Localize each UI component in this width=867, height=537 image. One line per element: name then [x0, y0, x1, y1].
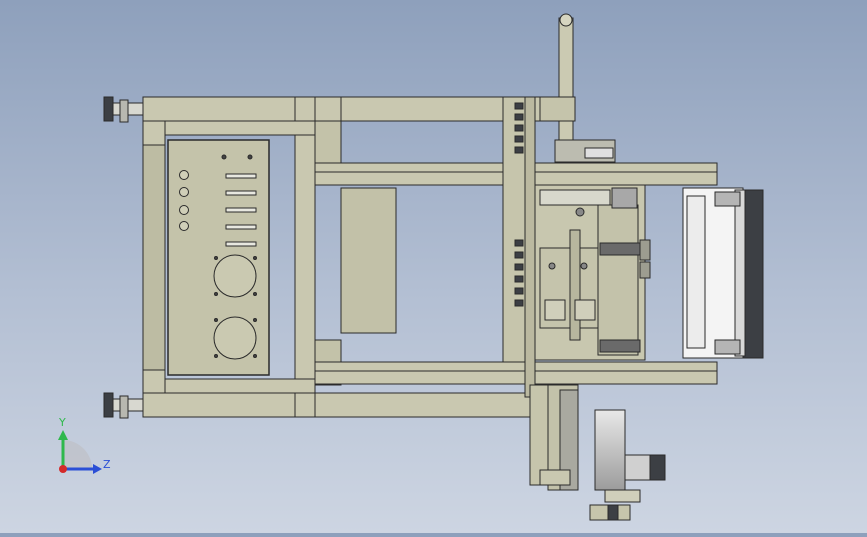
control-panel: [167, 139, 270, 376]
leveling-foot-top: [103, 96, 144, 123]
material-tray: [682, 187, 764, 359]
z-axis-label: Z: [103, 458, 111, 471]
drive-assembly: [529, 384, 666, 521]
center-cabinet: [340, 187, 397, 334]
top-arm: [539, 13, 616, 163]
z-axis-arrow: [93, 464, 102, 474]
machine-model[interactable]: [103, 13, 764, 521]
y-axis-label: Y: [58, 416, 66, 429]
coordinate-triad: Y Z: [58, 416, 111, 474]
guide-rail-bottom: [314, 361, 718, 385]
y-axis-arrow: [58, 430, 68, 440]
press-mechanism: [534, 184, 651, 361]
mounting-column: [502, 96, 536, 398]
leveling-foot-bottom: [103, 392, 144, 419]
x-axis-dot: [59, 465, 67, 473]
